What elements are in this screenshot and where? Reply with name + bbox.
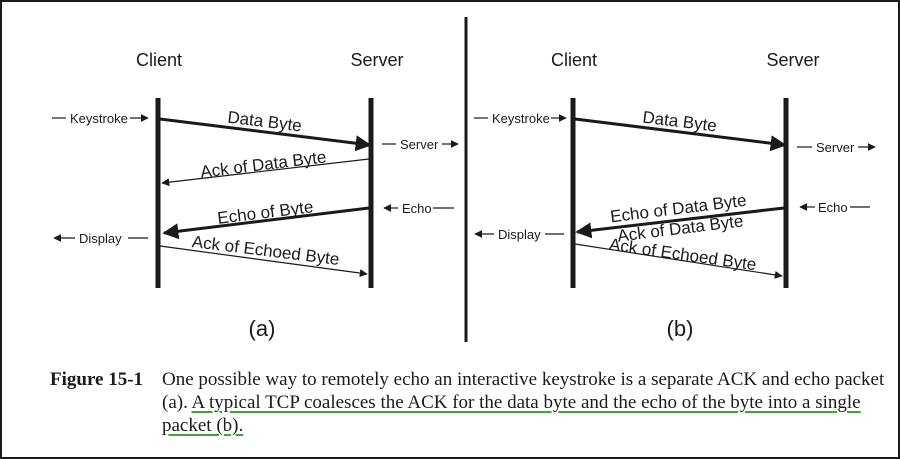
echo-label: Echo [402,201,432,216]
server-label: Server [350,50,403,70]
message-ack-arrow [161,158,370,187]
server-event-label: Server [816,140,855,155]
message-data-byte-arrow [574,117,787,152]
panel-label: (a) [249,316,276,341]
message-ack-echo-label: Ack of Echoed Byte [608,235,758,274]
figure-caption: Figure 15-1 One possible way to remotely… [50,368,890,437]
panel-b: Client Server Keystroke Server Echo Disp… [474,50,876,341]
server-label: Server [766,50,819,70]
message-echo-arrow [162,206,370,240]
keystroke-label: Keystroke [70,111,128,126]
message-ack-label: Ack of Data Byte [199,147,327,181]
panel-label: (b) [667,316,694,341]
message-ack-echo-arrow [574,243,783,279]
message-echo-label: Echo of Byte [216,197,314,228]
message-ack-echo-arrow [159,245,368,277]
message-data-byte-arrow [159,117,372,152]
caption-text-part: One possible way to remotely echo an int… [162,369,885,413]
figure-number: Figure 15-1 [50,369,144,390]
display-label: Display [79,231,122,246]
panel-a: Client Server Keystroke Server Echo Disp… [52,50,459,341]
message-echo-ack-arrow [575,206,785,239]
message-ack-echo-label: Ack of Echoed Byte [191,232,341,269]
server-event-label: Server [400,137,439,152]
tcp-echo-diagram: Client Server Keystroke Server Echo Disp… [52,17,876,342]
keystroke-label: Keystroke [492,111,550,126]
caption-text: One possible way to remotely echo an int… [50,368,890,437]
client-label: Client [136,50,182,70]
echo-label: Echo [818,200,848,215]
display-label: Display [498,227,541,242]
client-label: Client [551,50,597,70]
caption-highlight: A typical TCP coalesces the ACK for the … [162,392,861,436]
